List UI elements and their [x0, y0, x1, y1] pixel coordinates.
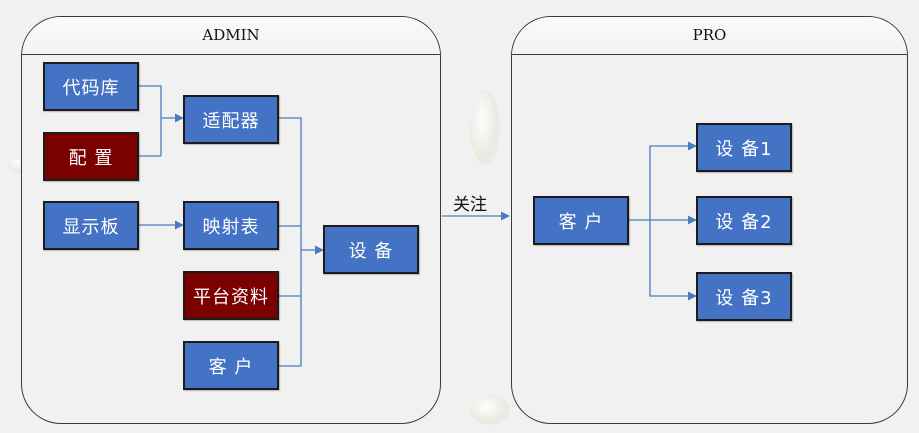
node-device-3[interactable]: 设 备3	[696, 272, 792, 321]
node-customer[interactable]: 客 户	[183, 341, 279, 390]
node-pro-customer[interactable]: 客 户	[533, 196, 629, 245]
node-config[interactable]: 配 置	[43, 132, 139, 181]
admin-panel-title: ADMIN	[22, 17, 440, 55]
node-device-1[interactable]: 设 备1	[696, 123, 792, 172]
node-platform-data[interactable]: 平台资料	[183, 271, 279, 320]
node-display-board[interactable]: 显示板	[43, 201, 139, 250]
node-mapping-table[interactable]: 映射表	[183, 201, 279, 250]
node-device[interactable]: 设 备	[323, 225, 419, 274]
decorative-droplet	[470, 395, 510, 425]
node-adapter[interactable]: 适配器	[183, 95, 279, 144]
node-device-2[interactable]: 设 备2	[696, 196, 792, 245]
decorative-droplet	[470, 90, 500, 165]
pro-panel-title: PRO	[512, 17, 907, 55]
node-code-repository[interactable]: 代码库	[43, 62, 139, 111]
follow-relation-label: 关注	[453, 195, 487, 215]
